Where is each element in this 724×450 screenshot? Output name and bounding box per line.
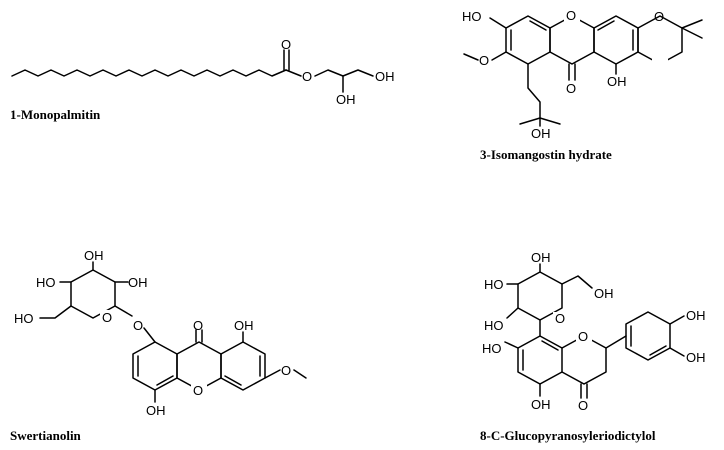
methyl-bond [293,369,307,379]
ester-oxygen: O [302,69,312,84]
xanthone-ring-c [220,341,266,391]
carbonyl-oxygen: O [566,81,576,96]
xanthone-ring-c [593,15,639,65]
catechol-hydroxyl-1: OH [686,308,706,323]
gem-methyl-2 [681,27,703,39]
gem-methyl-1 [681,19,703,29]
oh-bond [489,17,507,29]
hydroxymethyl-bond [561,275,593,289]
chain-methyl-1 [519,117,541,125]
ring-a-double-2 [156,375,174,386]
carbonyl-oxygen: O [193,318,203,333]
compound-name-8-c-glucopyranosyleriodictylol: 8-C-Glucopyranosyleriodictylol [480,428,656,443]
hydroxyl-top-left: HO [462,9,482,24]
hydroxyl-bottom: OH [531,397,551,412]
a-ring-hydroxyl: HO [482,341,502,356]
ring-b-double-2 [649,345,667,356]
methyl-bond [463,53,479,61]
methoxy-bond [264,369,281,379]
catechol-ring [625,311,671,361]
carbonyl-oxygen: O [578,398,588,413]
xanthone-oxygen: O [566,8,576,23]
ring-b-link [605,335,627,349]
sugar-hydroxyl-lower: HO [484,318,504,333]
sugar-hydroxyl-left: HO [36,275,56,290]
compound-swertianolin: OH HO OH HO O O O OH O O OH Swertianolin [10,248,307,443]
hydroxyl-bottom: OH [607,74,627,89]
methoxy-oxygen: O [281,363,291,378]
carbonyl-oxygen: O [281,37,291,52]
compound-name-3-isomangostin-hydrate: 3-Isomangostin hydrate [480,147,612,162]
hydroxyl-bottom: OH [146,403,166,418]
ring-c-double-2 [597,20,615,31]
sugar-hydroxyl-top: OH [84,248,104,263]
ring-a-double-2 [541,340,559,351]
ring-a-double-2 [529,20,547,31]
glycosidic-bond-2 [143,327,156,343]
sugar-hydroxyl-right: OH [128,275,148,290]
xanthone-ring-a [132,341,178,391]
compound-3-isomangostin-hydrate: HO O O O O OH OH 3-Isomangostin hydrate [462,8,703,162]
compound-name-1-monopalmitin: 1-Monopalmitin [10,107,101,122]
pyran-oxygen: O [654,9,664,24]
glycosidic-bond-1 [114,305,133,317]
flavanone-ring-a [517,335,563,385]
a-ring-oh-bond [504,341,519,349]
hydroxymethyl-hydroxyl: HO [14,311,34,326]
catechol-oh-1-bond [669,315,685,325]
ester-bond [285,69,302,77]
sugar-hydroxyl-left: HO [484,277,504,292]
glycosidic-oxygen: O [133,318,143,333]
xanthone-oxygen: O [193,383,203,398]
compound-1-monopalmitin: O O OH OH 1-Monopalmitin [10,37,395,122]
compound-8-c-glucopyranosyleriodictylol: OH HO OH HO O HO O OH OH OH O 8-C-Glucop… [480,250,706,443]
sugar-ring-oxygen: O [555,311,565,326]
chromane-oxygen: O [578,329,588,344]
xanthone-ring-b [549,15,595,65]
sugar-ring-oxygen: O [102,310,112,325]
palmitoyl-chain [11,69,287,77]
compound-name-swertianolin: Swertianolin [10,428,82,443]
catechol-hydroxyl-2: OH [686,350,706,365]
secondary-hydroxyl: OH [336,92,356,107]
primary-hydroxyl: OH [375,69,395,84]
sugar-hydroxyl-top: OH [531,250,551,265]
glycerol-chain [314,69,374,77]
catechol-oh-2-bond [669,347,685,357]
hydroxyl-chain: OH [531,126,551,141]
methoxy-bond [491,51,507,61]
methoxy-oxygen: O [479,53,489,68]
ring-c-double-2 [224,375,242,386]
sugar-oh-lower-bond [506,307,519,319]
xanthone-ring-a [505,15,551,65]
hydroxymethyl-bond [39,305,72,319]
chain-methyl-2 [539,117,561,125]
hydroxymethyl-hydroxyl: OH [594,286,614,301]
hydroxy-isopentyl-chain [527,63,541,119]
hydroxyl-right: OH [234,318,254,333]
